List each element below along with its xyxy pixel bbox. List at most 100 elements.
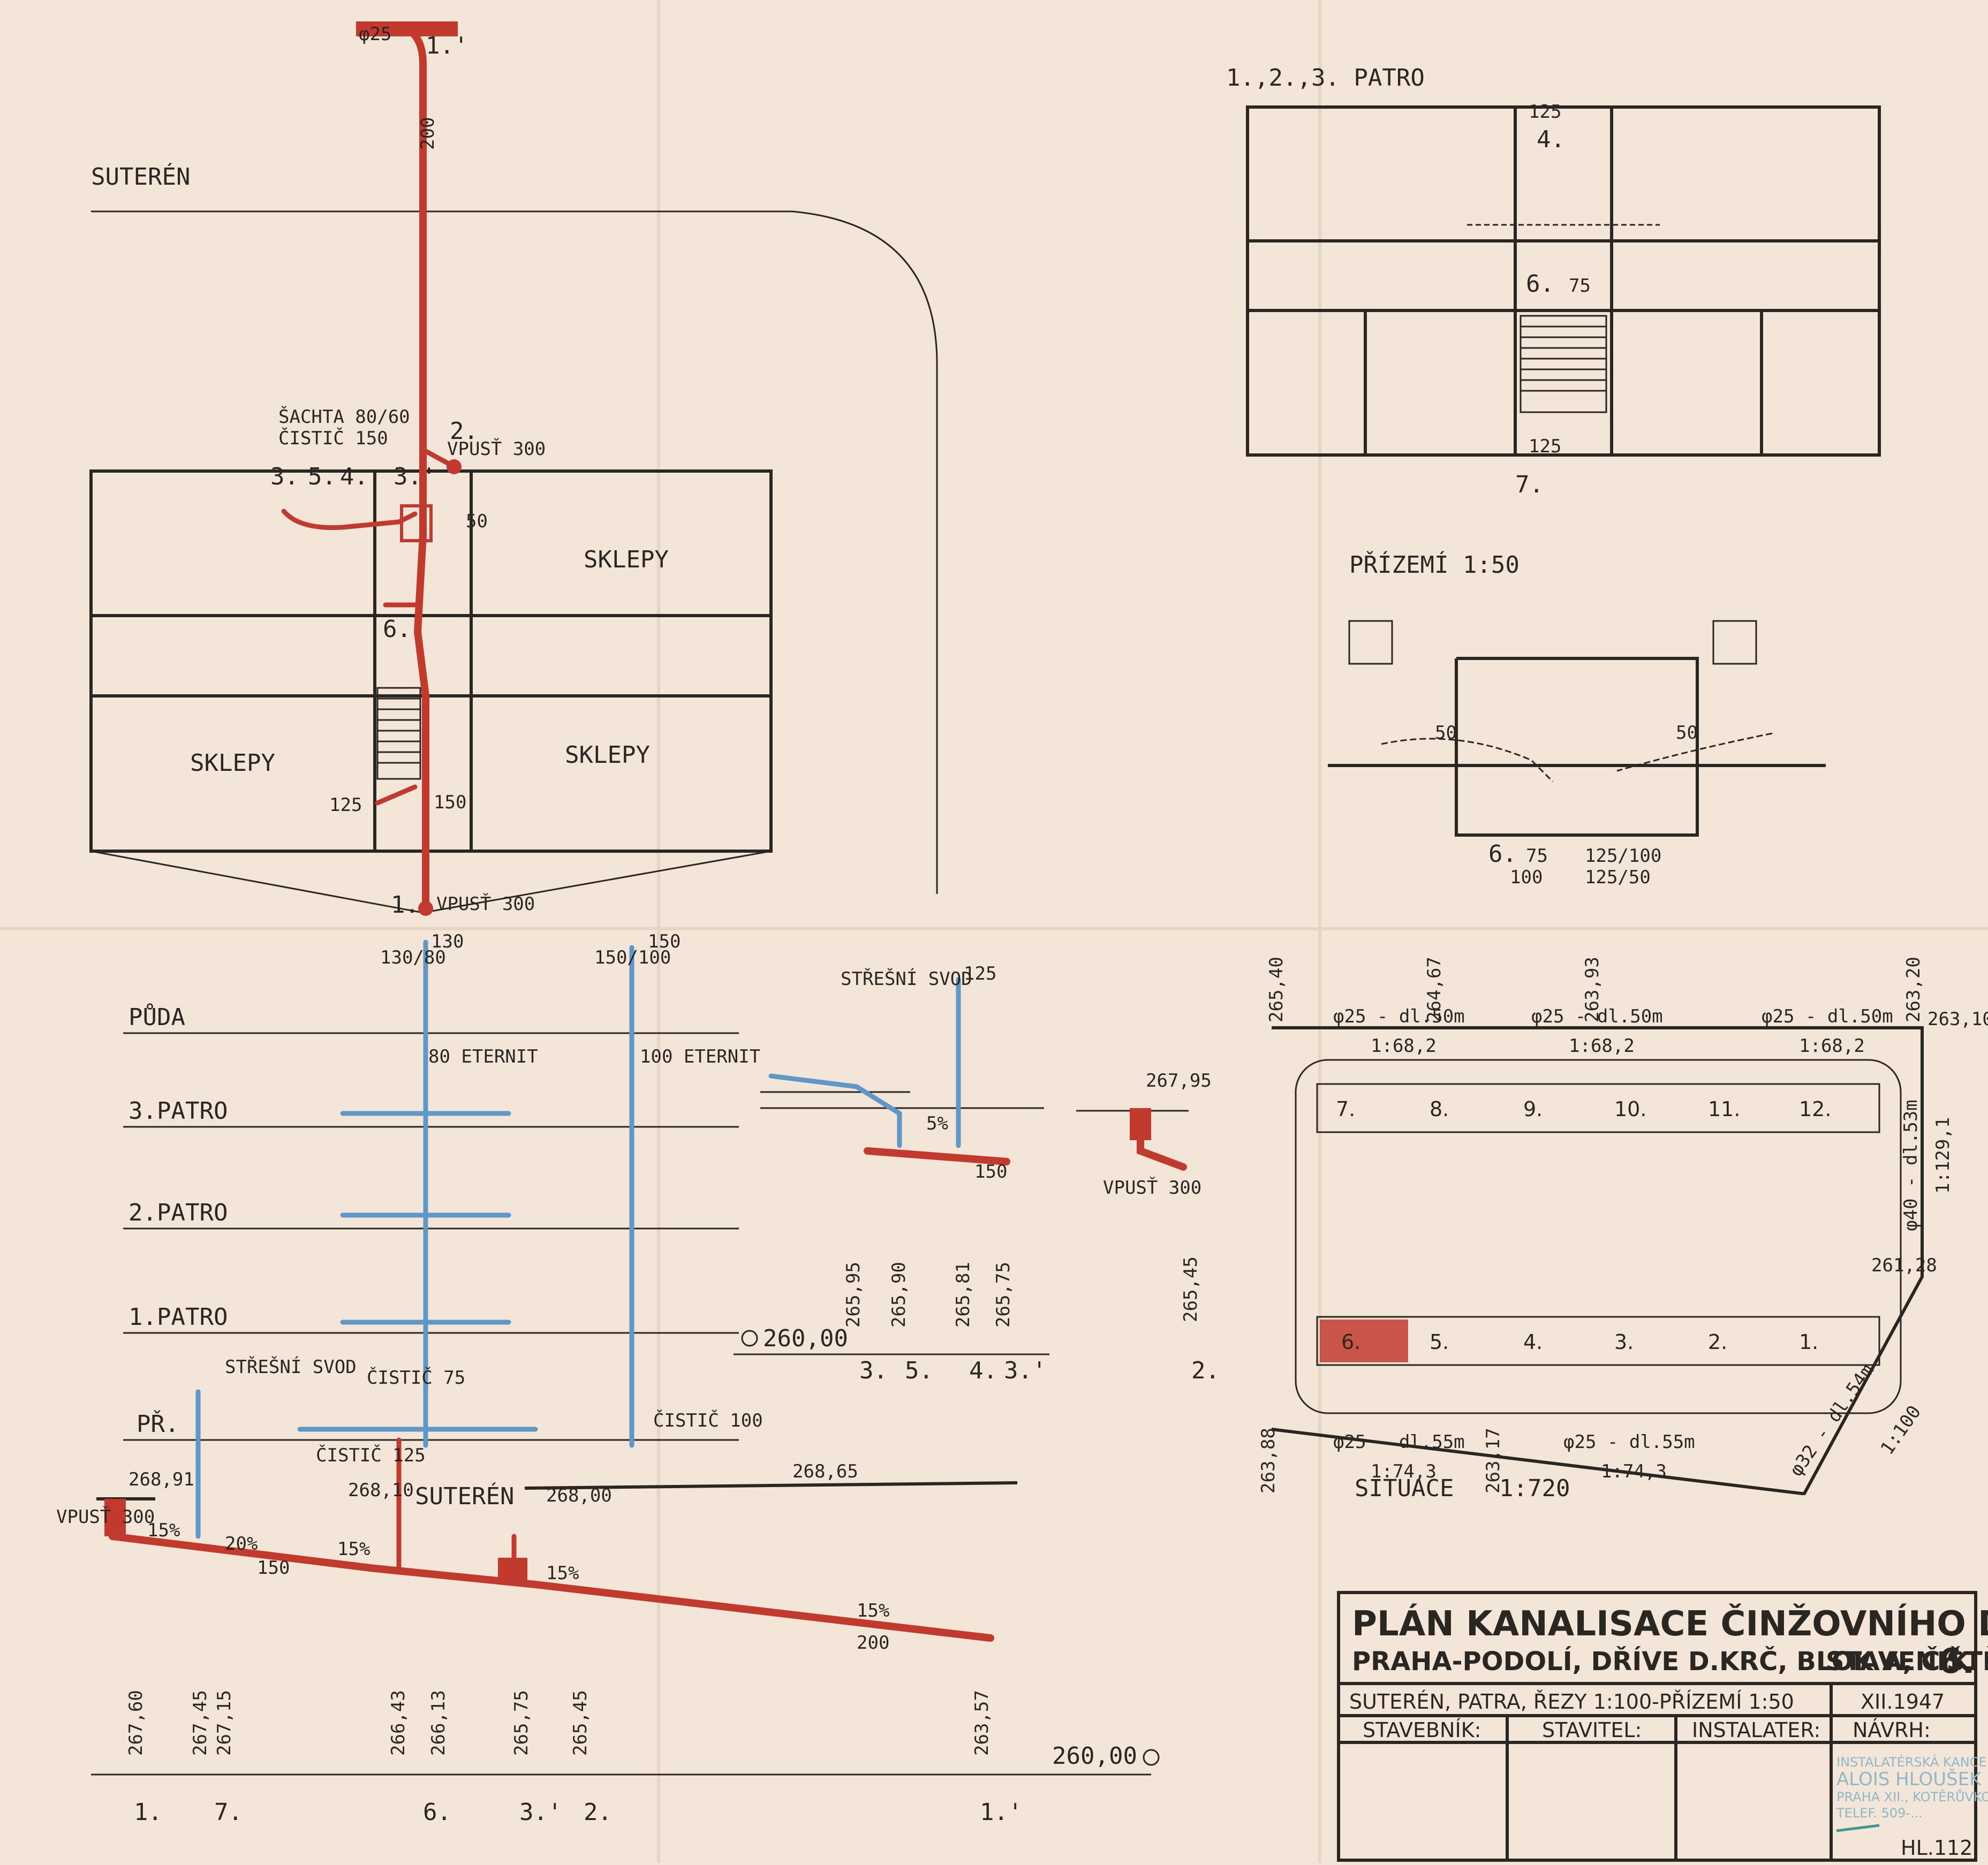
parcel-number: 1. [1799, 1330, 1818, 1354]
pipe-label: φ25 - dl.50m [1762, 1006, 1893, 1027]
bottom-elevations: 267,60 267,45 267,15 266,43 266,13 265,7… [125, 1690, 993, 1756]
stair [376, 687, 421, 780]
pipe-label: φ25 - dl.50m [1333, 1006, 1465, 1027]
room-label: SKLEPY [565, 741, 650, 769]
parcel-6-highlight [1320, 1320, 1408, 1362]
plan-title: PŘÍZEMÍ 1:50 [1349, 550, 1520, 579]
elevation: 261,28 [1871, 1255, 1937, 1276]
level-label: 1.PATRO [128, 1303, 228, 1331]
floor-walls [1248, 107, 1879, 455]
elevation: 265,45 [570, 1690, 591, 1756]
datum: 260,00 [763, 1325, 848, 1352]
sewer-main [109, 1533, 994, 1642]
svg-text:TELEF. 509-...: TELEF. 509-... [1836, 1806, 1923, 1821]
svg-text:ALOIS HLOUŠEK: ALOIS HLOUŠEK [1836, 1768, 1982, 1790]
site-scale: 1:720 [1499, 1475, 1570, 1502]
drain-box [104, 1499, 126, 1536]
dim: 150 [974, 1161, 1007, 1182]
elevation: 268,10 [348, 1480, 414, 1501]
room-label: SKLEPY [584, 546, 669, 573]
parcel-number: 5. [1430, 1330, 1449, 1354]
shaft-box [400, 504, 433, 542]
point-label: 7. [1515, 471, 1544, 498]
roof-label: STŘEŠNÍ SVOD [841, 968, 972, 990]
elevation: 263,10 [1927, 1009, 1988, 1030]
section-roof: STŘEŠNÍ SVOD 125 5% 150 265,95 265,90 26… [734, 963, 1049, 1384]
drain-label: VPUSŤ 300 [447, 438, 546, 460]
dim: 75 [1569, 275, 1591, 297]
elevation: 263,17 [1483, 1428, 1504, 1493]
vent-dim: 130 [431, 931, 464, 952]
point-label: 3. [270, 463, 299, 490]
roof-sewer [864, 1147, 1010, 1165]
dim: 125 [1529, 101, 1561, 123]
drawing-title: PLÁN KANALISACE ČINŽOVNÍHO DOMU SOPV [1352, 1603, 1988, 1644]
elevation: 265,75 [511, 1690, 532, 1756]
site-title: SITUACE [1355, 1475, 1454, 1502]
point-label: 4. [969, 1357, 997, 1384]
drawing-subtitle: PRAHA-PODOLÍ, DŘÍVE D.KRČ, BLOK A, Č.K. … [1352, 1646, 1988, 1677]
slope: 1:68,2 [1799, 1035, 1865, 1057]
point-label: 2. [584, 1799, 612, 1826]
parcel-number: 9. [1523, 1097, 1543, 1121]
dim: 50 [1676, 722, 1698, 744]
vent-stack [423, 939, 634, 1448]
branch-vent [195, 1111, 538, 1539]
point-label: 1. [134, 1799, 162, 1826]
col-contractor: STAVITEL: [1542, 1718, 1642, 1742]
elevation: 268,65 [792, 1461, 858, 1482]
street-line [91, 210, 938, 894]
datum-marker-icon [741, 1330, 758, 1347]
elevation: 263,57 [971, 1690, 993, 1756]
basement-title: SUTERÉN [91, 162, 190, 191]
point-label: 6. [1488, 840, 1517, 868]
parcels-bottom: 6. 5. 4. 3. 2. 1. [1341, 1330, 1818, 1354]
stack-label: STŘEŠNÍ SVOD [225, 1356, 357, 1378]
slope: 1:129,1 [1932, 1117, 1954, 1194]
elevation: 265,40 [1266, 957, 1287, 1022]
dim: 5% [926, 1113, 948, 1134]
pipe-dim: 125 [329, 794, 362, 816]
point-label: 4. [340, 463, 368, 490]
slope: 15% [546, 1563, 579, 1584]
col-design: NÁVRH: [1853, 1718, 1931, 1742]
stack-label: 100 ETERNIT [640, 1046, 760, 1067]
elevation: 267,60 [125, 1690, 147, 1756]
elevation: 265,95 [843, 1262, 864, 1328]
point-label: 5. [308, 463, 336, 490]
elevation: 268,00 [546, 1485, 612, 1506]
pipe-label: φ25 - dl.50m [1531, 1006, 1663, 1027]
datum-marker-icon [1143, 1749, 1160, 1766]
pipe-label: φ25 - dl.55m [1333, 1431, 1465, 1453]
elevation: 267,45 [190, 1690, 211, 1756]
pipe-dim: 200 [417, 117, 439, 150]
basement-walls [91, 471, 771, 851]
parcel-number: 6. [1341, 1330, 1360, 1354]
title-block: PLÁN KANALISACE ČINŽOVNÍHO DOMU SOPV PRA… [1337, 1591, 1988, 1862]
elevation: 267,95 [1146, 1070, 1212, 1091]
slope: 15% [147, 1520, 180, 1541]
branch-pipe [281, 509, 418, 530]
col-builder: STAVEBNÍK: [1363, 1718, 1481, 1742]
drain-label: VPUSŤ 300 [56, 1506, 155, 1528]
slope: 1:74,3 [1601, 1461, 1667, 1482]
upper-floor-plan: 1.,2.,3. PATRO 4. 6. 7. 125 75 125 [1226, 64, 1881, 498]
point-label: 6. [1526, 270, 1554, 298]
parcel-number: 11. [1708, 1097, 1740, 1121]
pipe-label: φ25 - dl.55m [1563, 1431, 1695, 1453]
elevation: 265,75 [993, 1262, 1014, 1328]
parcel-number: 8. [1430, 1097, 1449, 1121]
drain-1-icon [418, 901, 433, 916]
elevation: 264,67 [1424, 957, 1445, 1022]
site-number: 6. [1938, 1642, 1975, 1681]
title-frame [1337, 1591, 1977, 1862]
cleaner-label: ČISTIČ 150 [278, 427, 388, 449]
point-label: 4. [1537, 126, 1565, 153]
drain-label: VPUSŤ 300 [436, 893, 535, 915]
drain-box [1130, 1108, 1151, 1140]
vent-dim: 150/100 [594, 947, 671, 968]
elevation: 265,45 [1180, 1256, 1201, 1322]
room-label: SKLEPY [190, 749, 275, 777]
point-label: 3.' [519, 1799, 562, 1826]
slope: 20% [225, 1533, 258, 1555]
